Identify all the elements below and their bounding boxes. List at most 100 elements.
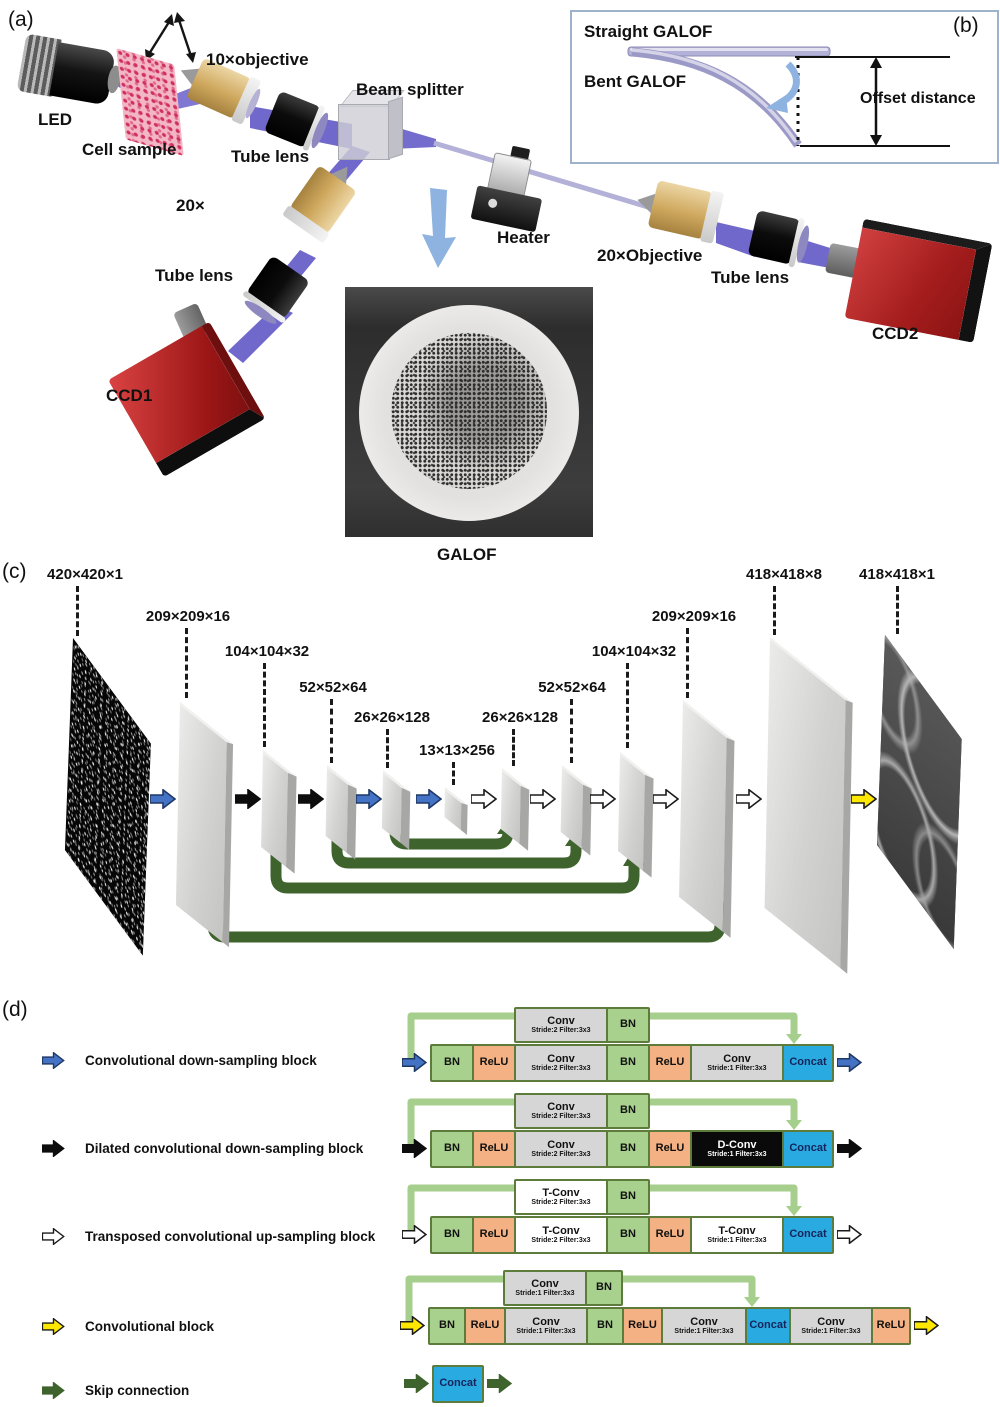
box-title: BN xyxy=(620,1056,636,1069)
block-box-bn: BN xyxy=(588,1309,622,1343)
panel-b-label: (b) xyxy=(953,14,979,37)
galof-fiber xyxy=(433,140,659,213)
yellow-flow-arrow xyxy=(850,788,878,814)
panel-b-drawing xyxy=(627,46,950,148)
block-box-relu: ReLU xyxy=(650,1046,690,1080)
block-box-bn: BN xyxy=(608,1009,648,1041)
block-box-bn: BN xyxy=(608,1046,648,1080)
box-subtitle: Stride:1 Filter:3x3 xyxy=(707,1151,767,1159)
box-subtitle: Stride:2 Filter:3x3 xyxy=(531,1199,591,1207)
box-title: ReLU xyxy=(876,1319,906,1332)
offset-arrowhead-bottom xyxy=(870,135,882,146)
bent-galof-label: Bent GALOF xyxy=(584,72,686,91)
white-flow-arrow xyxy=(470,788,498,814)
legend-label: Convolutional block xyxy=(85,1319,215,1334)
objective-20x-label: 20×Objective xyxy=(597,246,703,265)
dimension-label: 420×420×1 xyxy=(47,566,123,583)
skip-connection-52 xyxy=(331,826,582,869)
blue-flow-arrow xyxy=(149,788,177,814)
mag-20x-label: 20× xyxy=(176,196,205,215)
main-block-row: Concat xyxy=(432,1365,484,1403)
box-subtitle: Stride:1 Filter:3x3 xyxy=(515,1290,575,1298)
ccd2-label: CCD2 xyxy=(872,324,919,343)
dimension-dash-line xyxy=(263,663,266,747)
box-title: Concat xyxy=(439,1377,477,1390)
box-title: ReLU xyxy=(655,1142,685,1155)
legend-label: Convolutional down-sampling block xyxy=(85,1053,317,1068)
box-title: BN xyxy=(439,1319,455,1332)
blue-legend-arrow-icon xyxy=(41,1051,65,1074)
block-box-bn: BN xyxy=(432,1046,472,1080)
block-box-concat: Concat xyxy=(784,1132,832,1166)
box-title: BN xyxy=(597,1319,613,1332)
straight-galof-label: Straight GALOF xyxy=(584,22,713,41)
box-subtitle: Stride:2 Filter:3x3 xyxy=(531,1027,591,1035)
tube-lens-3-label: Tube lens xyxy=(711,268,790,287)
dimension-dash-line xyxy=(512,729,515,766)
block-box-concat: Concat xyxy=(784,1046,832,1080)
box-title: Conv xyxy=(547,1052,575,1065)
block-box-relu: ReLU xyxy=(650,1218,690,1252)
green-block-in-arrow xyxy=(403,1373,430,1398)
box-subtitle: Stride:2 Filter:3x3 xyxy=(531,1151,591,1159)
box-title: BN xyxy=(444,1142,460,1155)
blue-flow-arrow xyxy=(415,788,443,814)
block-box-bn: BN xyxy=(608,1218,648,1252)
yellow-block-out-arrow xyxy=(913,1315,940,1340)
beam-splitter xyxy=(338,90,406,166)
led-label: LED xyxy=(38,110,72,129)
white-flow-arrow xyxy=(735,788,763,814)
green-legend-arrow-icon xyxy=(41,1381,65,1404)
box-title: BN xyxy=(620,1190,636,1203)
block-box-concat: Concat xyxy=(747,1309,789,1343)
box-subtitle: Stride:2 Filter:3x3 xyxy=(531,1113,591,1121)
panel-c-label: (c) xyxy=(2,560,27,583)
box-title: BN xyxy=(444,1228,460,1241)
block-box-relu: ReLU xyxy=(474,1218,514,1252)
block-box-bn: BN xyxy=(608,1095,648,1127)
connector-arrowhead-row2 xyxy=(786,1120,802,1130)
panel-b-inset xyxy=(570,10,999,164)
dimension-label: 418×418×1 xyxy=(859,566,935,583)
scan-direction-arrows xyxy=(147,19,193,57)
block-box-relu: ReLU xyxy=(466,1309,504,1343)
dimension-label: 26×26×128 xyxy=(354,709,430,726)
black-block-in-arrow xyxy=(401,1138,428,1163)
offset-arrowhead-top xyxy=(870,57,882,68)
galof-facet-photo xyxy=(345,287,593,537)
tube-lens-1-label: Tube lens xyxy=(231,147,310,166)
black-legend-arrow-icon xyxy=(41,1139,65,1162)
white-flow-arrow xyxy=(652,788,680,814)
block-box-bn: BN xyxy=(432,1132,472,1166)
splitter-right-beam xyxy=(392,126,436,149)
block-box-bn: BN xyxy=(608,1132,648,1166)
box-subtitle: Stride:2 Filter:3x3 xyxy=(531,1237,591,1245)
box-title: Conv xyxy=(547,1138,575,1151)
box-subtitle: Stride:1 Filter:3x3 xyxy=(801,1328,861,1336)
black-flow-arrow xyxy=(297,788,325,814)
dimension-dash-line xyxy=(626,663,629,748)
box-subtitle: Stride:2 Filter:3x3 xyxy=(531,1065,591,1073)
box-title: Conv xyxy=(690,1315,718,1328)
box-title: Conv xyxy=(532,1315,560,1328)
dimension-label: 209×209×16 xyxy=(651,608,737,625)
box-title: Conv xyxy=(547,1014,575,1027)
dimension-dash-line xyxy=(686,628,689,698)
block-box-relu: ReLU xyxy=(474,1046,514,1080)
block-box-relu: ReLU xyxy=(624,1309,661,1343)
box-subtitle: Stride:1 Filter:3x3 xyxy=(707,1065,767,1073)
galof-air-hole-region xyxy=(391,333,547,489)
galof-pointer-arrow xyxy=(422,188,456,268)
dimension-label: 52×52×64 xyxy=(538,679,606,696)
box-title: ReLU xyxy=(479,1228,509,1241)
box-title: Conv xyxy=(531,1277,559,1290)
box-title: T-Conv xyxy=(718,1224,756,1237)
